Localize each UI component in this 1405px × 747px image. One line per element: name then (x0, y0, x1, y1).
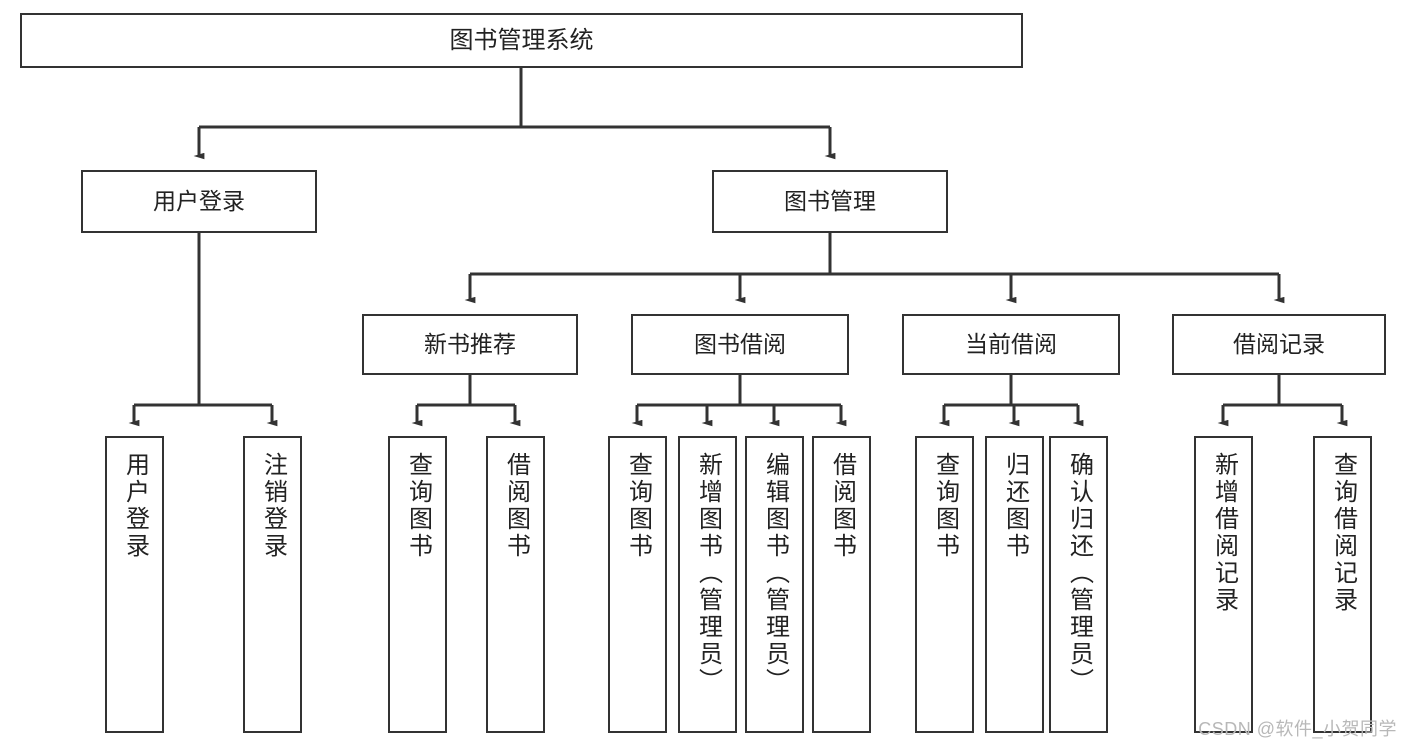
node-leaf-borrow-book-1[interactable]: 借阅图书 (486, 436, 545, 733)
node-label: 编辑图书（管理员） (761, 452, 789, 695)
node-leaf-user-logout[interactable]: 注销登录 (243, 436, 302, 733)
node-leaf-query-book-2[interactable]: 查询图书 (608, 436, 667, 733)
node-root-book-management-system[interactable]: 图书管理系统 (20, 13, 1023, 68)
node-leaf-user-login[interactable]: 用户登录 (105, 436, 164, 733)
node-current-borrow[interactable]: 当前借阅 (902, 314, 1120, 375)
node-label: 查询图书 (624, 452, 652, 560)
node-label: 查询图书 (931, 452, 959, 560)
node-label: 新书推荐 (424, 331, 516, 358)
node-label: 图书管理 (784, 188, 876, 215)
node-label: 借阅记录 (1233, 331, 1325, 358)
node-leaf-add-record[interactable]: 新增借阅记录 (1194, 436, 1253, 733)
node-label: 借阅图书 (828, 452, 856, 560)
node-borrow-record[interactable]: 借阅记录 (1172, 314, 1386, 375)
node-label: 确认归还（管理员） (1065, 452, 1093, 695)
node-label: 当前借阅 (965, 331, 1057, 358)
node-leaf-add-book[interactable]: 新增图书（管理员） (678, 436, 737, 733)
node-label: 用户登录 (121, 452, 149, 560)
node-leaf-edit-book[interactable]: 编辑图书（管理员） (745, 436, 804, 733)
node-label: 用户登录 (153, 188, 245, 215)
node-label: 图书管理系统 (449, 26, 594, 54)
node-label: 新增图书（管理员） (694, 452, 722, 695)
node-leaf-query-book-1[interactable]: 查询图书 (388, 436, 447, 733)
node-label: 查询借阅记录 (1329, 452, 1357, 614)
node-new-book-recommend[interactable]: 新书推荐 (362, 314, 578, 375)
node-book-borrow[interactable]: 图书借阅 (631, 314, 849, 375)
node-book-manage[interactable]: 图书管理 (712, 170, 948, 233)
node-leaf-confirm-return[interactable]: 确认归还（管理员） (1049, 436, 1108, 733)
node-label: 借阅图书 (502, 452, 530, 560)
node-label: 注销登录 (259, 452, 287, 560)
node-label: 新增借阅记录 (1210, 452, 1238, 614)
node-label: 归还图书 (1001, 452, 1029, 560)
node-leaf-query-book-3[interactable]: 查询图书 (915, 436, 974, 733)
node-user-login[interactable]: 用户登录 (81, 170, 317, 233)
csdn-watermark: CSDN @软件_小贺同学 (1198, 719, 1397, 739)
node-leaf-query-record[interactable]: 查询借阅记录 (1313, 436, 1372, 733)
node-leaf-borrow-book-2[interactable]: 借阅图书 (812, 436, 871, 733)
node-leaf-return-book[interactable]: 归还图书 (985, 436, 1044, 733)
node-label: 图书借阅 (694, 331, 786, 358)
node-label: 查询图书 (404, 452, 432, 560)
